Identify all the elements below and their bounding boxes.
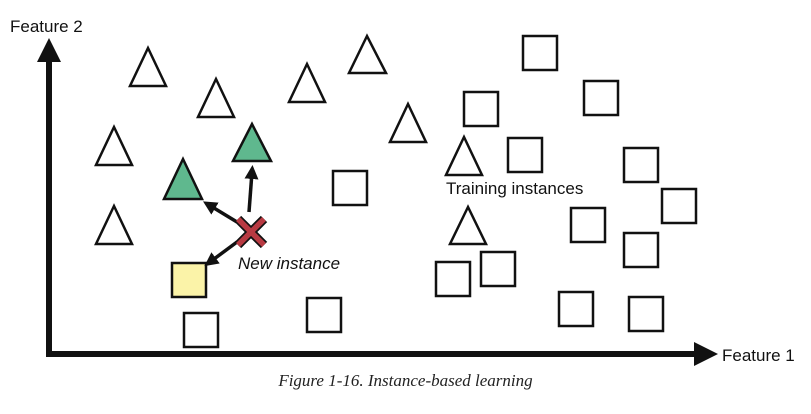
square-instance (582, 79, 620, 117)
triangle-instance (94, 203, 134, 246)
square-instance (305, 296, 343, 334)
x-axis-label: Feature 1 (722, 346, 795, 365)
neighbor-arrows (203, 165, 259, 267)
square-instance (434, 260, 472, 298)
arrow-to-square-neighbor (204, 240, 239, 267)
square-instance (479, 250, 517, 288)
neighbor-triangle (162, 156, 204, 201)
square-instance (506, 136, 544, 174)
arrow-to-left-neighbor (203, 201, 238, 224)
neighbor-square (170, 261, 208, 299)
square-instance (331, 169, 369, 207)
triangle-instance (196, 76, 236, 119)
x-axis-arrowhead (694, 342, 718, 366)
triangle-instance (287, 61, 327, 104)
triangle-instance (388, 101, 428, 144)
square-instance (521, 34, 559, 72)
square-instance (622, 231, 660, 269)
y-axis-label: Feature 2 (10, 17, 83, 36)
new-instance-label: New instance (238, 254, 340, 273)
new-instance-marker (234, 215, 268, 249)
square-instance (569, 206, 607, 244)
figure-caption: Figure 1-16. Instance-based learning (278, 371, 533, 390)
square-instance (627, 295, 665, 333)
square-instance (660, 187, 698, 225)
square-instance (557, 290, 595, 328)
square-instance (182, 311, 220, 349)
triangle-instance (347, 33, 389, 75)
square-instance (462, 90, 500, 128)
triangle-instance (448, 204, 488, 246)
triangle-instance (94, 124, 134, 167)
y-axis-arrowhead (37, 38, 61, 62)
axes: Feature 2 Feature 1 (10, 17, 795, 366)
triangle-instances (94, 33, 488, 246)
square-instance (622, 146, 660, 184)
triangle-instance (444, 134, 484, 177)
triangle-instance (128, 45, 168, 88)
arrow-to-upper-neighbor (244, 165, 259, 213)
training-instances-label: Training instances (446, 179, 583, 198)
neighbor-triangle (230, 121, 274, 163)
neighbor-triangles (162, 121, 274, 201)
square-instances (182, 34, 698, 349)
